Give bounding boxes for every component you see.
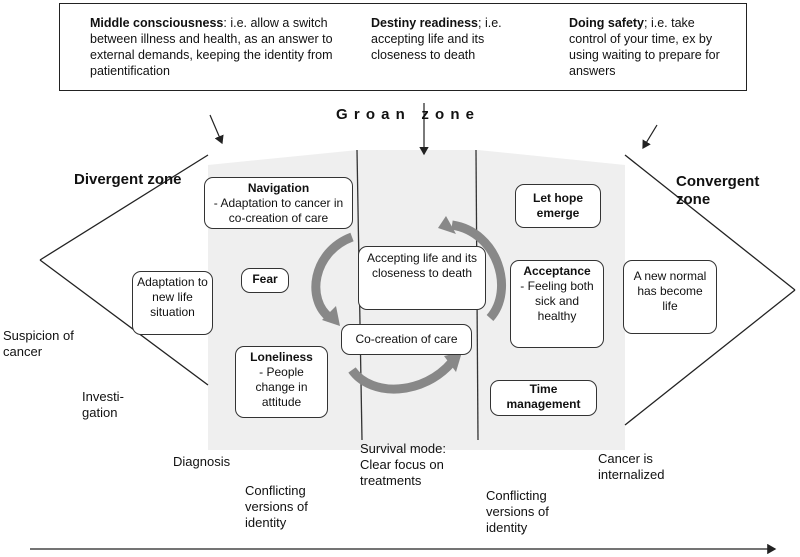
cycle-arrow-top xyxy=(451,220,507,321)
internalized-label: Cancer is internalized xyxy=(598,451,665,482)
navigation-box: Navigation - Adaptation to cancer in co-… xyxy=(204,177,353,229)
doing-safety-text: Doing safety; i.e. take control of your … xyxy=(569,16,720,78)
acceptance-box: Acceptance - Feeling both sick and healt… xyxy=(510,260,604,348)
cocreation-box: Co-creation of care xyxy=(341,324,472,355)
cycle-arrow-bottom xyxy=(348,358,456,394)
new-normal-box: A new normal has become life xyxy=(623,260,717,334)
arrow-left xyxy=(209,114,224,145)
adaptation-box: Adaptation to new life situation xyxy=(132,271,213,335)
cycle-arrow-left xyxy=(311,232,354,322)
investigation-label: Investi- gation xyxy=(82,389,124,420)
convergent-upper-line xyxy=(624,154,796,291)
conflicting-left-label: Conflicting versions of identity xyxy=(245,483,308,530)
divergent-upper-line xyxy=(39,154,209,261)
arrow-right xyxy=(642,124,658,150)
diagnosis-label: Diagnosis xyxy=(173,454,231,469)
suspicion-label: Suspicion of cancer xyxy=(3,328,74,359)
conflicting-right-label: Conflicting versions of identity xyxy=(486,488,549,535)
destiny-readiness-text: Destiny readiness; i.e. accepting life a… xyxy=(371,16,502,62)
loneliness-box: Loneliness - People change in attitude xyxy=(235,346,328,418)
accepting-box: Accepting life and its closeness to deat… xyxy=(358,246,486,310)
time-management-box: Time management xyxy=(490,380,597,416)
divergent-lower-line xyxy=(39,259,209,386)
fear-box: Fear xyxy=(241,268,289,293)
convergent-zone-title: Convergent zone xyxy=(676,173,760,208)
divergent-zone-title: Divergent zone xyxy=(74,171,182,188)
header-box: Middle consciousness: i.e. allow a switc… xyxy=(59,3,747,91)
hope-box: Let hope emerge xyxy=(515,184,601,228)
groan-zone-title: G r o a n z o n e xyxy=(336,106,476,123)
middle-consciousness-text: Middle consciousness: i.e. allow a switc… xyxy=(90,16,333,78)
survival-mode-label: Survival mode: Clear focus on treatments xyxy=(360,441,446,488)
convergent-lower-line xyxy=(624,289,796,426)
